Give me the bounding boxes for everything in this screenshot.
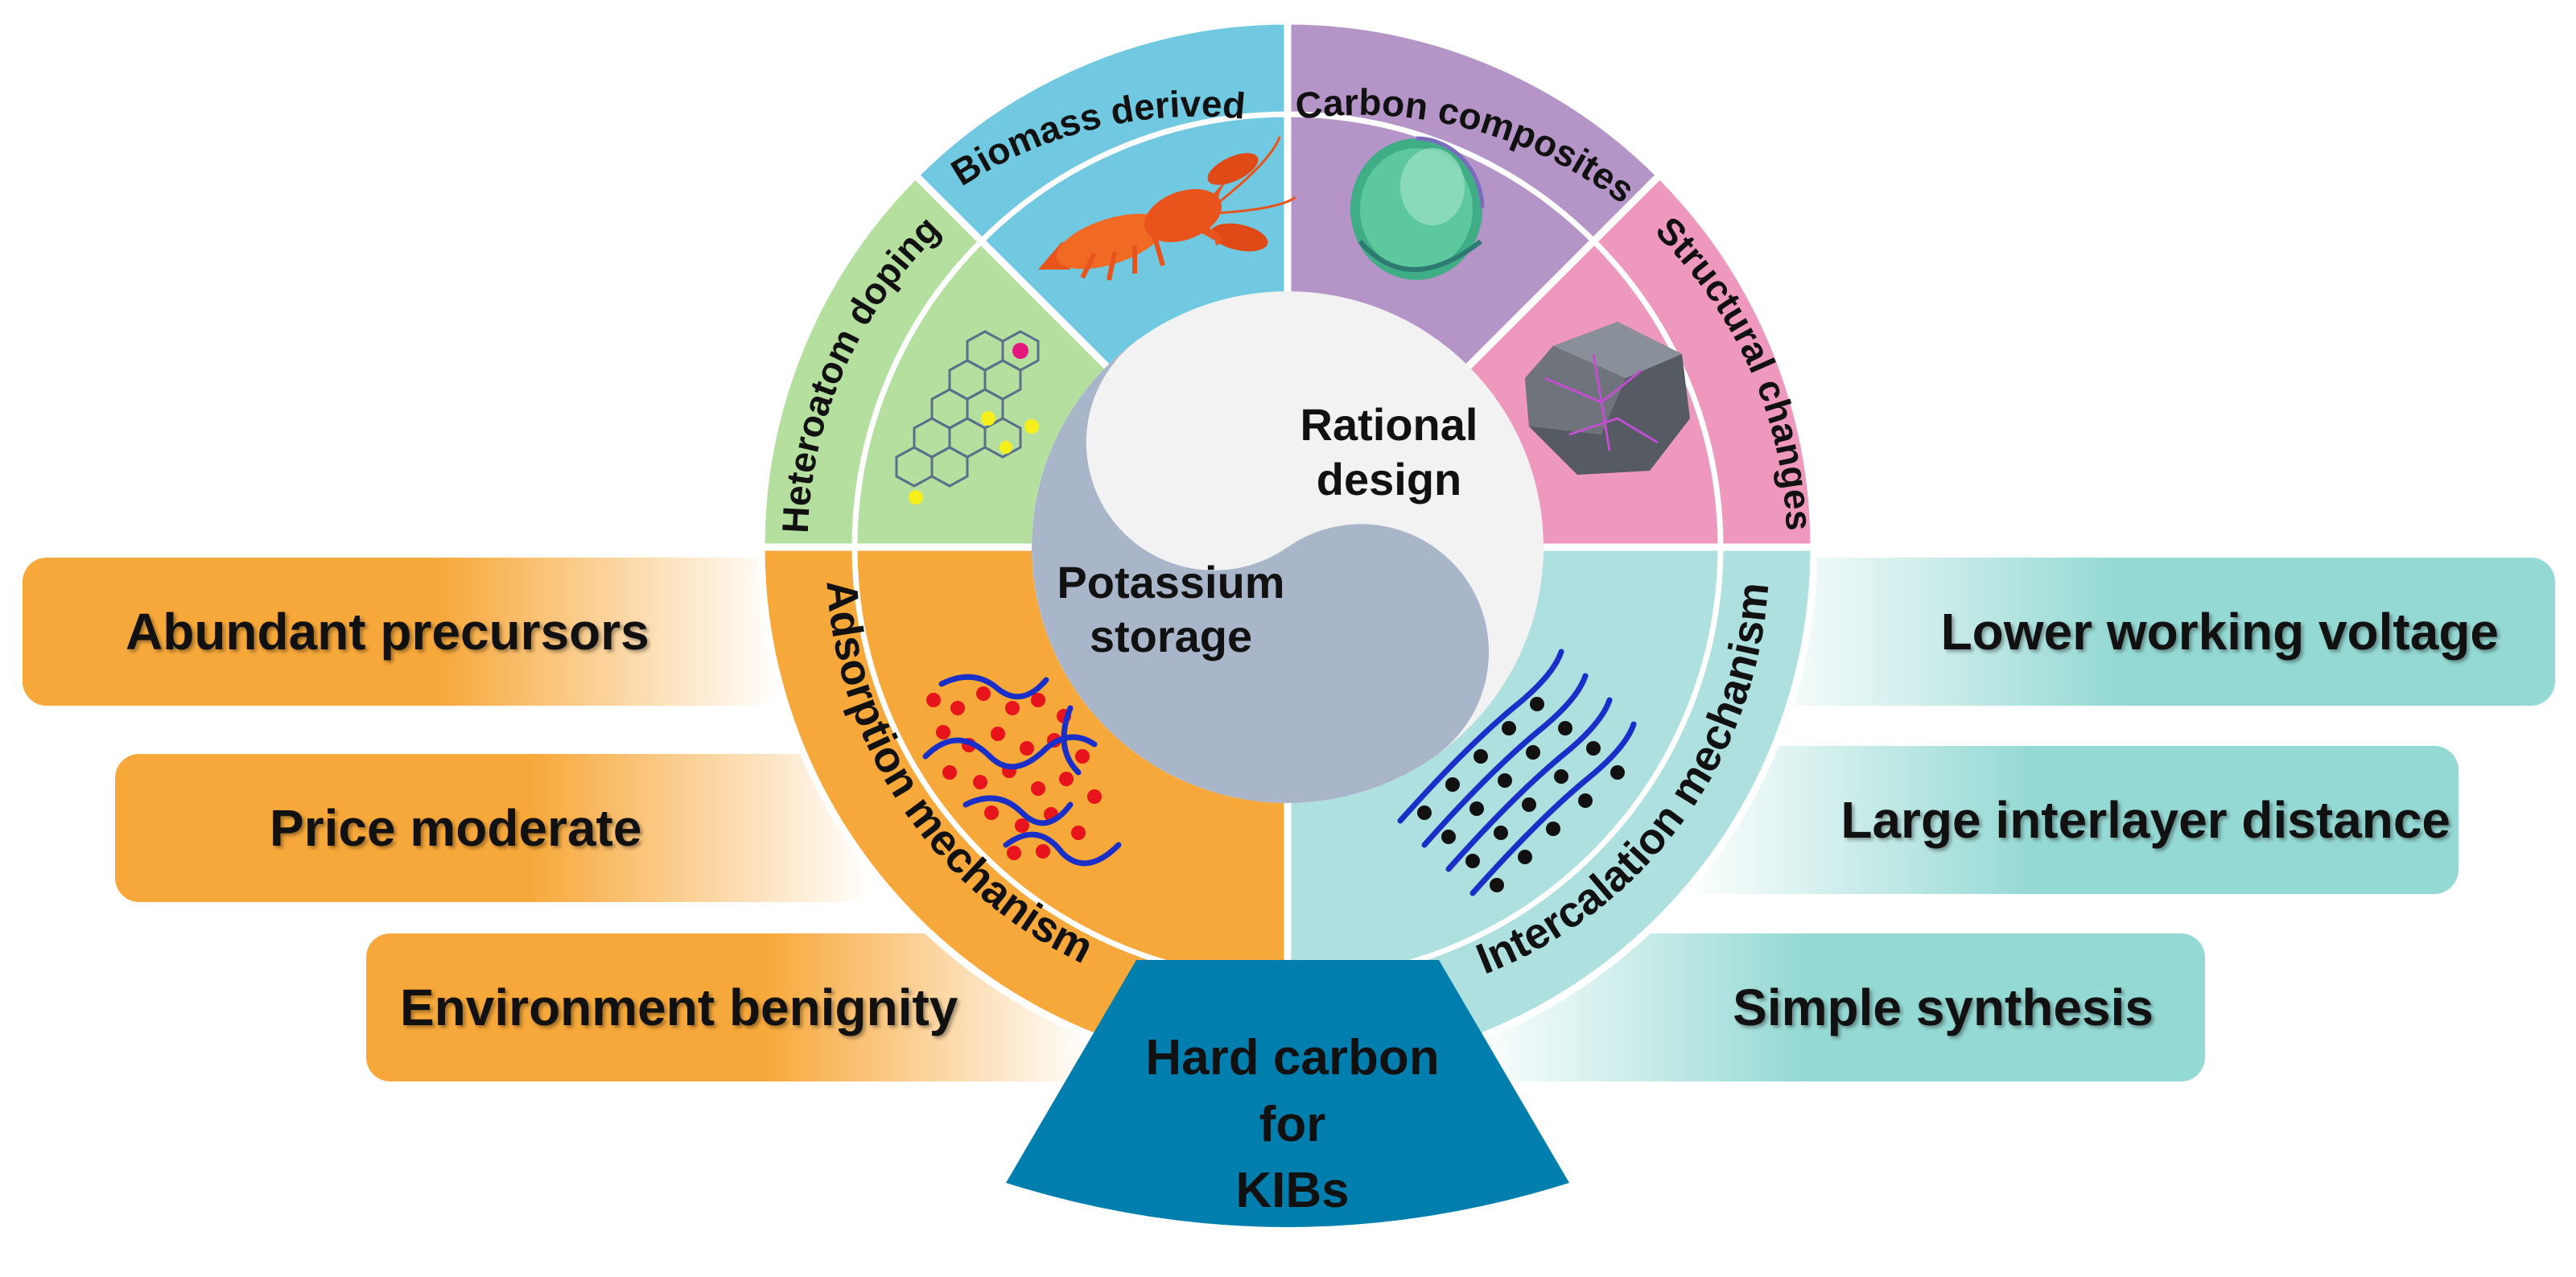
dopant-atoms-icon [909, 343, 1039, 505]
pill-abundant-precursors: Abundant precursors [23, 558, 779, 706]
center-potassium-line2: storage [1090, 611, 1252, 661]
bottom-label-line3: KIBs [1235, 1163, 1349, 1218]
porous-carbon-icon [1525, 322, 1690, 475]
pill-price-moderate-label: Price moderate [270, 799, 642, 857]
pill-environment-benignity: Environment benignity [366, 933, 1090, 1081]
center-rational-line2: design [1317, 454, 1461, 505]
pill-abundant-precursors-label: Abundant precursors [126, 603, 649, 661]
center-potassium-line1: Potassium [1057, 557, 1284, 608]
yin-yang-center [1032, 291, 1544, 803]
intercalation-dots-icon [1417, 697, 1625, 892]
pill-simple-synthesis-label: Simple synthesis [1733, 978, 2154, 1036]
adsorption-dots-icon [926, 686, 1102, 860]
bottom-label-line1: Hard carbon [1145, 1030, 1439, 1085]
intercalation-lines-icon [1397, 649, 1637, 896]
pill-lower-working-voltage: Lower working voltage [1758, 558, 2555, 706]
pill-price-moderate: Price moderate [115, 754, 872, 902]
bottom-trapezoid [1006, 960, 1569, 1227]
lobster-icon [1038, 136, 1296, 281]
pill-environment-benignity-label: Environment benignity [400, 978, 958, 1036]
doped-graphene-icon [895, 330, 1040, 488]
pill-large-interlayer-distance-label: Large interlayer distance [1840, 791, 2450, 849]
pill-large-interlayer-distance: Large interlayer distance [1682, 746, 2459, 894]
hollow-sphere-icon [1350, 136, 1485, 280]
bottom-label-line2: for [1259, 1097, 1326, 1152]
center-rational-line1: Rational [1300, 399, 1478, 450]
pill-lower-working-voltage-label: Lower working voltage [1940, 603, 2499, 661]
adsorption-lines-icon [922, 674, 1122, 867]
